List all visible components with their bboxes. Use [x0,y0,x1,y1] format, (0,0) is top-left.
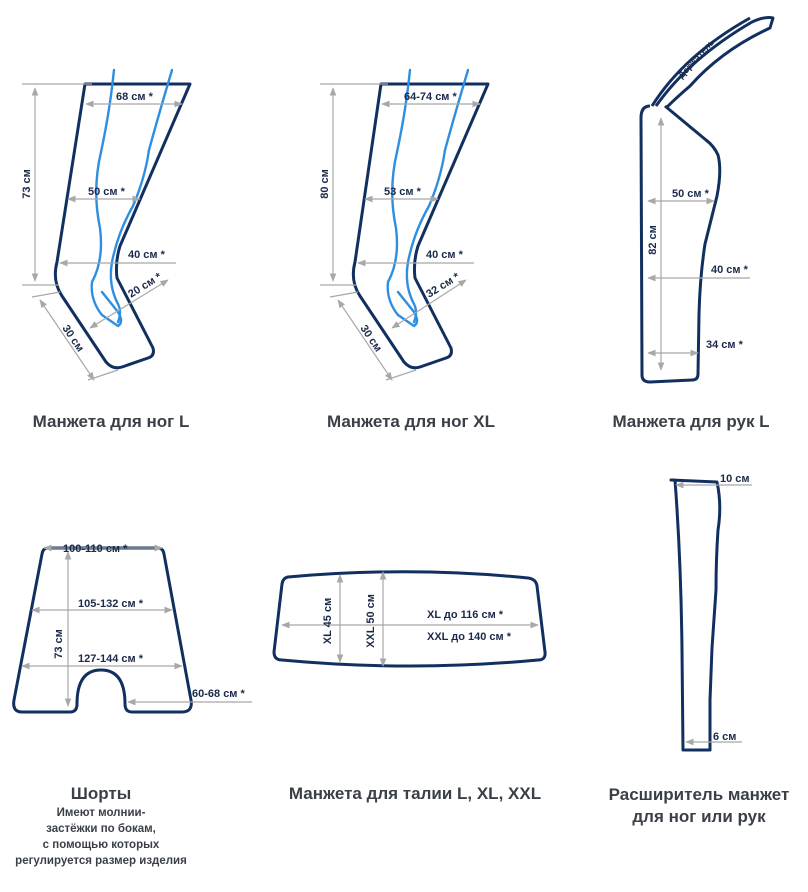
leg-cuff-xl-mid-label: 53 см * [384,186,422,198]
leg-cuff-xl-caption: Манжета для ног XL [326,412,496,431]
shorts-height-label: 73 см [53,629,65,659]
leg-cuff-xl-outline [351,82,490,370]
leg-cuff-l: 68 см * 73 см 50 см * 40 см * 20 см * 30… [21,68,192,381]
arm-cuff-l-holder [650,16,751,107]
arm-cuff-l-holder-label: Держатель [676,37,717,81]
shorts-low-label: 127-144 см * [78,653,144,665]
extender-caption-line: Расширитель манжет [608,785,790,804]
extender-caption: Расширитель манжет для ног или рук [592,784,806,828]
leg-cuff-xl-knee-label: 40 см * [426,249,464,261]
extender: 10 см 6 см [669,473,752,752]
leg-cuff-xl-height-label: 80 см [319,169,331,199]
shorts: 100-110 см * 73 см 105-132 см * 127-144 … [12,543,252,714]
leg-cuff-xl: 64-74 см * 80 см 53 см * 40 см * 32 см *… [319,68,490,381]
leg-cuff-l-caption: Манжета для ног L [32,412,190,431]
extender-caption-line: для ног или рук [632,807,766,826]
waist-cuff: XL 45 см XXL 50 см XL до 116 см * XXL до… [272,570,547,668]
leg-cuff-l-leg-line-back [90,68,123,328]
arm-cuff-l-upper-label: 50 см * [672,188,710,200]
leg-cuff-l-knee-label: 40 см * [128,249,166,261]
shorts-note-line: Имеют молнии- [56,807,146,819]
leg-cuff-l-outline [53,82,192,370]
leg-cuff-xl-leg-line-back [386,68,419,328]
extender-bottom-label: 6 см [713,731,736,743]
waist-cuff-xxl-width-label: XXL до 140 см * [427,631,512,643]
waist-cuff-caption: Манжета для талии L, XL, XXL [288,784,542,803]
shorts-note-line: с помощью которых [42,839,160,851]
shorts-note-line: регулируется размер изделия [15,855,187,867]
shorts-leg-label: 60-68 см * [192,688,246,700]
waist-cuff-xl-width-label: XL до 116 см * [427,609,504,621]
shorts-note: Имеют молнии- застёжки по бокам, с помощ… [0,805,202,869]
shorts-note-line: застёжки по бокам, [46,823,156,835]
leg-cuff-xl-top-label: 64-74 см * [404,91,458,103]
shorts-top-label: 100-110 см * [63,543,128,555]
waist-cuff-xxl-height-label: XXL 50 см [365,594,377,648]
shorts-mid-label: 105-132 см * [78,598,144,610]
waist-cuff-xl-height-label: XL 45 см [322,598,334,644]
arm-cuff-l-height-label: 82 см [647,225,659,255]
arm-cuff-l-outline [639,16,775,384]
leg-cuff-l-mid-label: 50 см * [88,186,126,198]
shorts-caption: Шорты [70,784,132,803]
arm-cuff-l-caption: Манжета для рук L [612,412,770,431]
leg-cuff-l-height-label: 73 см [21,169,33,199]
arm-cuff-l-mid-label: 40 см * [711,264,749,276]
leg-cuff-l-top-label: 68 см * [116,91,154,103]
waist-cuff-outline [272,570,547,668]
arm-cuff-l: Держатель 82 см 50 см * 40 см * 34 см * [639,16,775,384]
extender-top-label: 10 см [720,473,750,485]
arm-cuff-l-lower-label: 34 см * [706,339,744,351]
extender-outline [669,478,722,752]
shorts-outline [12,546,193,714]
